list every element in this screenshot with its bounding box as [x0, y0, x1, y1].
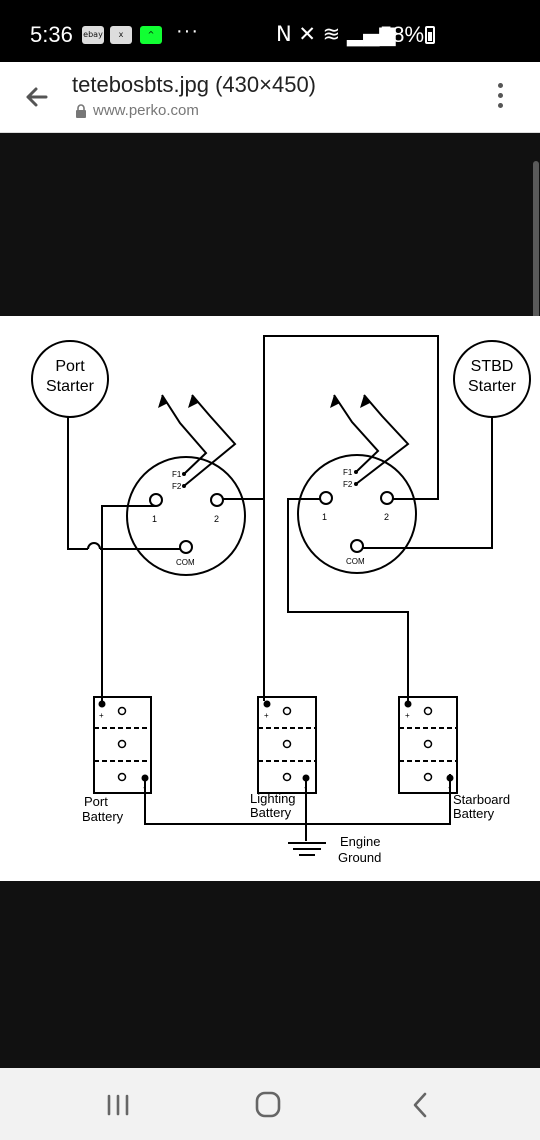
starboard-battery-label-2: Battery [453, 806, 495, 821]
scrollbar[interactable] [533, 161, 539, 371]
engine-ground-label-2: Ground [338, 850, 381, 865]
stbd-com-label: COM [346, 557, 365, 566]
port-switch-circle [126, 456, 246, 576]
back-icon[interactable] [400, 1088, 440, 1122]
starboard-battery-label-1: Starboard [453, 792, 510, 807]
system-nav-bar [0, 1068, 540, 1140]
lighting-battery-plus: + [264, 711, 269, 720]
wiring-diagram-image: Port Starter STBD Starter F1 F2 1 2 COM … [0, 316, 540, 881]
port-starter-circle [31, 340, 109, 418]
x-app-icon: x [110, 26, 132, 44]
port-battery-label-1: Port [84, 794, 108, 809]
lock-icon [76, 104, 86, 118]
stbd-starter-label-2: Starter [468, 378, 517, 395]
status-time: 5:36 [30, 22, 73, 47]
page-title: tetebosbts.jpg (430×450) [72, 72, 317, 97]
battery-percent: 58% [380, 22, 425, 47]
port-starter-label-2: Starter [46, 378, 95, 395]
starboard-battery-minus: - [448, 783, 451, 792]
image-viewer[interactable]: Port Starter STBD Starter F1 F2 1 2 COM … [0, 133, 540, 1068]
lighting-battery-label-1: Lighting [250, 791, 296, 806]
port-battery-label-2: Battery [82, 809, 124, 824]
stbd-f1-label: F1 [343, 468, 353, 477]
engine-ground-label-1: Engine [340, 834, 380, 849]
page-url: www.perko.com [93, 102, 199, 119]
arrow-app-icon: ^ [140, 26, 162, 44]
ebay-app-icon: ebay [82, 26, 104, 44]
port-starter-label-1: Port [55, 358, 85, 375]
battery-icon [425, 26, 435, 44]
overflow-menu-icon[interactable] [488, 80, 512, 114]
recents-icon[interactable] [98, 1088, 138, 1122]
lighting-battery-label-2: Battery [250, 805, 292, 820]
stbd-f2-label: F2 [343, 480, 353, 489]
stbd-terminal-2-label: 2 [384, 512, 389, 522]
status-bar: 5:36 ebay x ^ ··· N ✕ ≋ ▂▄▆ 58% [0, 0, 540, 62]
system-status-icons: N ✕ ≋ ▂▄▆ [276, 22, 396, 46]
more-notifications-icon: ··· [176, 20, 199, 42]
port-battery-minus: - [143, 783, 146, 792]
wiring-diagram: Port Starter STBD Starter F1 F2 1 2 COM … [31, 335, 531, 865]
port-terminal-1-label: 1 [152, 514, 157, 524]
port-terminal-2-label: 2 [214, 514, 219, 524]
browser-app-bar: tetebosbts.jpg (430×450) www.perko.com [0, 62, 540, 133]
stbd-starter-label-1: STBD [471, 358, 514, 375]
lighting-battery-minus: - [304, 783, 307, 792]
starboard-battery-plus: + [405, 711, 410, 720]
port-com-label: COM [176, 558, 195, 567]
stbd-switch-circle [297, 454, 417, 574]
port-f2-label: F2 [172, 482, 182, 491]
port-f1-label: F1 [172, 470, 182, 479]
port-battery-plus: + [99, 711, 104, 720]
home-icon[interactable] [248, 1088, 288, 1122]
back-arrow-icon[interactable] [20, 80, 54, 114]
stbd-terminal-1-label: 1 [322, 512, 327, 522]
